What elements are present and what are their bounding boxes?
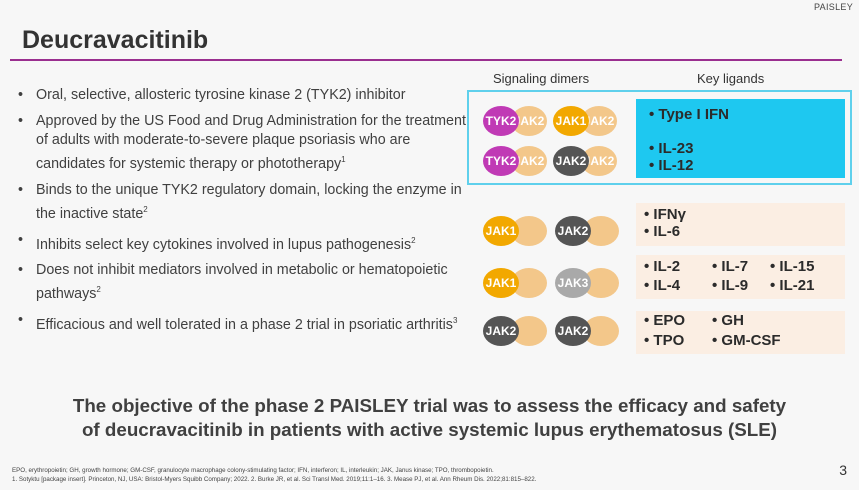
bullet-text: Binds to the unique TYK2 regulatory doma… (36, 181, 462, 222)
objective-line: The objective of the phase 2 PAISLEY tri… (72, 395, 787, 416)
bullet-item: •Does not inhibit mediators involved in … (18, 262, 448, 303)
ligand-il21: • IL-21 (770, 277, 815, 294)
ligand-tpo: • TPO (644, 332, 685, 349)
key-ligands-header: Key ligands (697, 71, 765, 86)
ligand-il9: • IL-9 (712, 277, 749, 294)
citation-superscript: 3 (452, 316, 458, 326)
ligand-panel-jak1-jak2 (636, 203, 845, 246)
jak3-subunit: JAK3 (555, 268, 591, 298)
tyk2-subunit: TYK2 (483, 106, 519, 136)
ligand-il23: • IL-23 (649, 140, 694, 157)
objective-line: of deucravacitinib in patients with acti… (81, 419, 778, 440)
ligand-il6: • IL-6 (644, 223, 681, 240)
tyk2-highlight-box (467, 90, 852, 185)
title-divider (10, 59, 842, 61)
bullet-item: •Oral, selective, allosteric tyrosine ki… (18, 87, 406, 103)
bullet-item: •Binds to the unique TYK2 regulatory dom… (18, 181, 462, 222)
ligand-type1-ifn: • Type I IFN (649, 106, 729, 123)
objective-statement: The objective of the phase 2 PAISLEY tri… (0, 394, 859, 442)
ligand-il4: • IL-4 (644, 277, 681, 294)
ligand-panel-jak2-jak2 (636, 311, 845, 354)
citation-superscript: 2 (411, 235, 416, 245)
bullet-item: •Inhibits select key cytokines involved … (18, 231, 416, 253)
ligand-gh: • GH (712, 312, 744, 329)
citation-superscript: 1 (341, 155, 346, 164)
bullet-text: Does not inhibit mediators involved in m… (36, 262, 448, 303)
bullet-list: •Oral, selective, allosteric tyrosine ki… (16, 86, 468, 342)
jak2-subunit: JAK2 (483, 316, 519, 346)
bullet-text: Oral, selective, allosteric tyrosine kin… (36, 87, 406, 103)
abbreviations-footnote: EPO, erythropoietin; GH, growth hormone;… (12, 467, 494, 474)
page-number: 3 (839, 462, 847, 478)
slide-title: Deucravacitinib (22, 26, 209, 54)
jak2-subunit: JAK2 (555, 316, 591, 346)
ligand-epo: • EPO (644, 312, 686, 329)
ligand-panel-jak1-jak3 (636, 255, 845, 299)
ligand-il12: • IL-12 (649, 157, 694, 174)
tyk2-subunit: TYK2 (483, 146, 519, 176)
jak2-subunit: JAK2 (581, 106, 617, 136)
jak1-subunit: JAK1 (483, 216, 519, 246)
ligand-ifng: • IFNγ (644, 206, 686, 223)
references-footnote: 1. Sotyktu [package insert]. Princeton, … (12, 476, 537, 483)
bullet-item: •Approved by the US Food and Drug Admini… (18, 113, 466, 172)
jak1-subunit: JAK1 (553, 106, 589, 136)
ligand-il7: • IL-7 (712, 258, 749, 275)
ligand-il15: • IL-15 (770, 258, 815, 275)
bullet-item: •Efficacious and well tolerated in a pha… (18, 312, 458, 333)
brand-label: PAISLEY (814, 2, 853, 12)
jak1-subunit: JAK1 (483, 268, 519, 298)
citation-superscript: 2 (143, 204, 148, 214)
jak2-subunit: JAK2 (553, 146, 589, 176)
bullet-text: Efficacious and well tolerated in a phas… (36, 316, 453, 333)
citation-superscript: 2 (96, 285, 101, 295)
bullet-text: Approved by the US Food and Drug Adminis… (36, 113, 466, 172)
ligand-il2: • IL-2 (644, 258, 681, 275)
ligand-gm-csf: • GM-CSF (712, 332, 781, 349)
ligand-panel-tyk2 (636, 99, 845, 178)
jak2-subunit: JAK2 (555, 216, 591, 246)
jak2-subunit: JAK2 (581, 146, 617, 176)
signaling-dimers-header: Signaling dimers (493, 71, 590, 86)
bullet-text: Inhibits select key cytokines involved i… (36, 236, 412, 253)
